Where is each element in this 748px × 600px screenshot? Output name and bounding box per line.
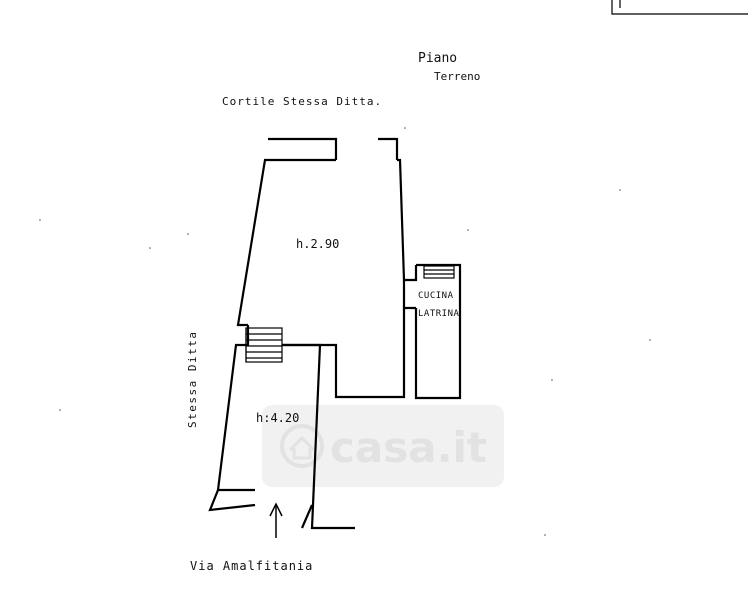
street-label: Via Amalfitania	[190, 559, 313, 573]
frame-corner	[611, 0, 748, 15]
watermark: casa.it	[262, 405, 504, 487]
house-icon	[280, 424, 324, 468]
courtyard-label: Cortile Stessa Ditta.	[222, 95, 382, 108]
kitchen-stairs-icon	[423, 265, 455, 279]
height-upper-room: h.2.90	[296, 237, 339, 251]
kitchen-label: CUCINA	[418, 291, 454, 301]
side-property-label: Stessa Ditta	[186, 331, 199, 428]
watermark-text: casa.it	[330, 423, 487, 472]
watermark-backdrop	[262, 405, 504, 487]
arrow-up-icon	[269, 502, 283, 538]
stairs-icon	[245, 327, 283, 363]
height-lower-room: h:4.20	[256, 411, 299, 425]
toilet-label: LATRINA	[418, 309, 460, 319]
floor-label: Piano	[418, 51, 457, 66]
walls	[208, 137, 462, 530]
floor-sublabel: Terreno	[434, 70, 480, 83]
scan-specks	[39, 127, 651, 536]
